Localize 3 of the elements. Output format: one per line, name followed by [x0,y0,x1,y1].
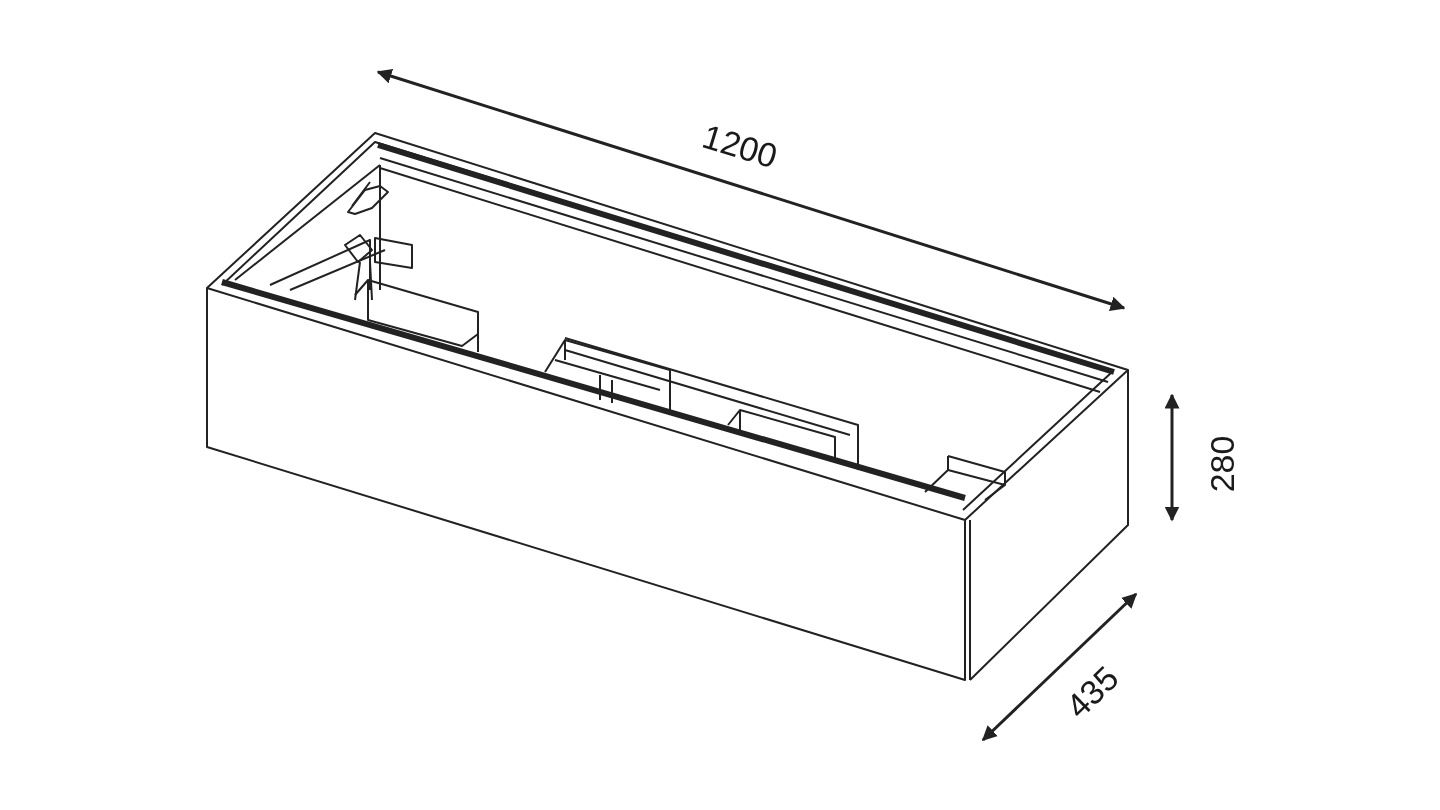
dimension-label: 435 [1059,660,1125,724]
dimension-label: 1200 [698,118,782,174]
dimension-label: 280 [1205,435,1239,493]
